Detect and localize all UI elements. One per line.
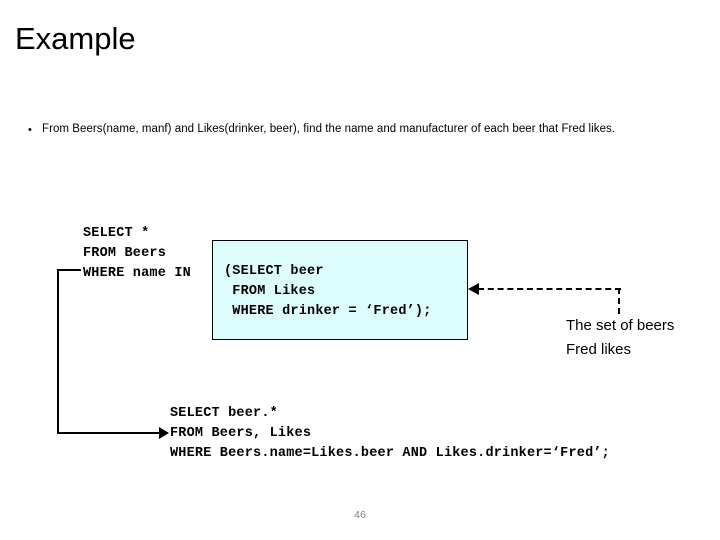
connector-top-segment [57, 269, 81, 271]
callout-dashed-vertical-segment [618, 288, 620, 314]
subquery-code: (SELECT beer FROM Likes WHERE drinker = … [224, 264, 432, 319]
connector-arrowhead-icon [159, 427, 169, 439]
page-number: 46 [354, 509, 366, 521]
subquery-highlight-box [212, 240, 468, 340]
bullet-item-label: From Beers(name, manf) and Likes(drinker… [42, 123, 616, 135]
connector-vertical-segment [57, 269, 59, 434]
outer-query-code: SELECT * FROM Beers WHERE name IN [83, 226, 191, 281]
callout-dashed-horizontal-segment [478, 288, 621, 290]
callout-label: The set of beers Fred likes [566, 317, 675, 358]
bullet-marker-icon: • [28, 124, 32, 136]
page-title: Example [15, 21, 136, 56]
bullet-item: • From Beers(name, manf) and Likes(drink… [28, 122, 676, 138]
callout-arrowhead-icon [468, 283, 479, 295]
equivalent-query-code: SELECT beer.* FROM Beers, Likes WHERE Be… [170, 406, 610, 461]
connector-bottom-segment [57, 432, 161, 434]
